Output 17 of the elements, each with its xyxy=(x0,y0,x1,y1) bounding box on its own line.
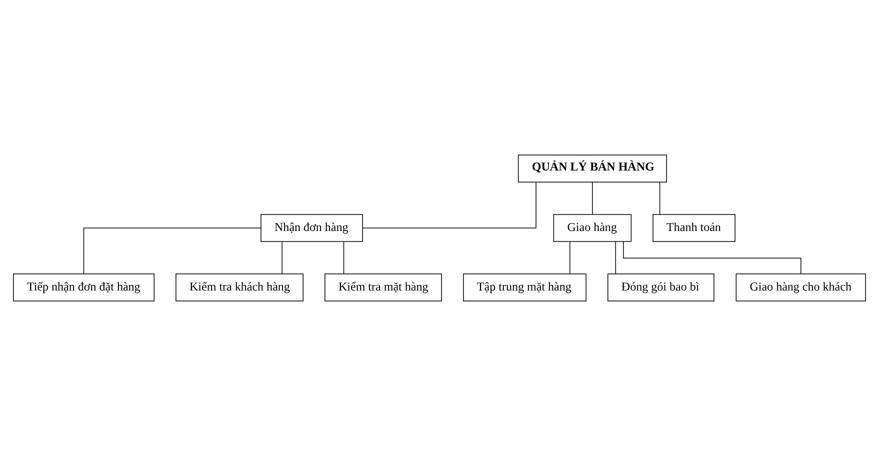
connector xyxy=(83,227,262,274)
node-box: QUẢN LÝ BÁN HÀNG xyxy=(518,154,667,182)
connector xyxy=(623,240,802,274)
connector xyxy=(362,181,536,228)
node-box: Thanh toán xyxy=(652,214,736,242)
node-box: Tập trung mặt hàng xyxy=(463,273,586,301)
connector xyxy=(343,240,344,274)
node-box: Giao hàng cho khách xyxy=(736,273,866,301)
node-box: Kiểm tra mặt hàng xyxy=(324,273,442,301)
node-box: Nhận đơn hàng xyxy=(260,214,363,242)
connector xyxy=(659,181,660,214)
node-box: Giao hàng xyxy=(553,214,632,242)
connector xyxy=(592,181,593,214)
connector xyxy=(615,240,616,274)
node-box: Kiểm tra khách hàng xyxy=(176,273,304,301)
node-box: Đóng gói bao bì xyxy=(608,273,714,301)
node-box: Tiếp nhận đơn đặt hàng xyxy=(13,273,154,301)
